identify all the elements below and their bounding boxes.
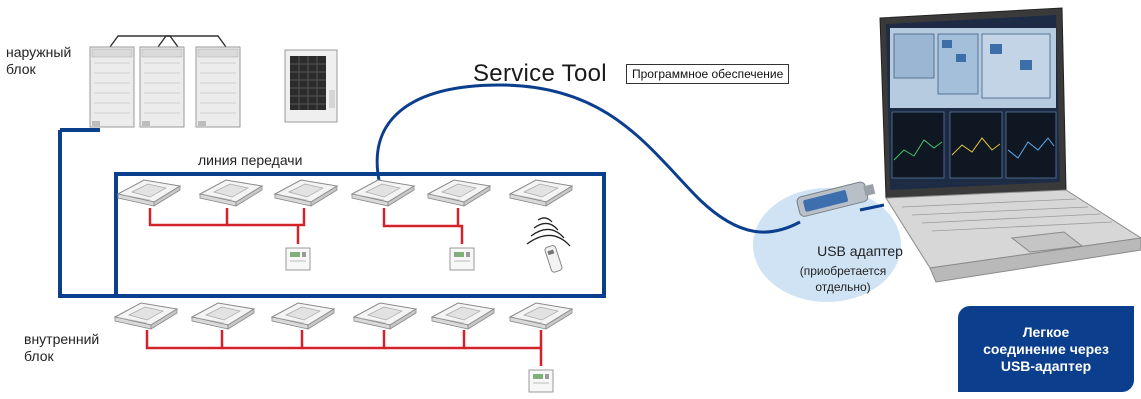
- outdoor-unit-vrf-2: [139, 46, 185, 128]
- wired-remote-controller-1: [285, 247, 311, 271]
- indoor-unit-upper-4: [351, 179, 415, 207]
- wireless-remote-icon: [526, 217, 571, 273]
- usb-adapter-note: (приобретается отдельно): [799, 264, 887, 294]
- indoor-unit-upper-3: [274, 179, 338, 207]
- wired-remote-controller-2: [449, 247, 475, 271]
- transmission-line-label: линия передачи: [198, 152, 303, 168]
- transmission-line: [58, 128, 606, 298]
- usb-adapter-icon: [796, 181, 876, 217]
- laptop: [879, 7, 1141, 283]
- outdoor-unit-label: наружный блок: [6, 44, 72, 77]
- indoor-unit-lower-5: [431, 302, 495, 330]
- easy-connection-badge: Легкое соединение через USB-адаптер: [958, 306, 1134, 392]
- indoor-unit-lower-3: [271, 302, 335, 330]
- indoor-unit-lower-1: [114, 302, 178, 330]
- software-label: Программное обеспечение: [626, 64, 790, 84]
- usb-adapter-halo: [753, 188, 901, 302]
- remote-wiring: [145, 208, 543, 366]
- laptop-screen: [890, 28, 1057, 179]
- service-tool-title: Service Tool: [473, 60, 607, 87]
- service-tool-cable: [375, 83, 801, 234]
- indoor-unit-lower-2: [191, 302, 255, 330]
- indoor-unit-lower-4: [353, 302, 417, 330]
- indoor-unit-lower-6: [509, 302, 573, 330]
- usb-to-laptop-cable: [859, 203, 885, 212]
- indoor-unit-upper-2: [199, 179, 263, 207]
- indoor-unit-label: внутренний блок: [24, 331, 100, 364]
- easy-connection-badge-text: Легкое соединение через USB-адаптер: [983, 323, 1109, 374]
- indoor-unit-upper-5: [427, 179, 491, 207]
- wired-remote-controller-3: [528, 369, 554, 393]
- indoor-unit-upper-6: [509, 179, 573, 207]
- outdoor-unit-vrf-1: [89, 46, 135, 128]
- indoor-unit-upper-1: [117, 179, 181, 207]
- outdoor-unit-compact: [284, 49, 338, 123]
- usb-adapter-label: USB адаптер: [817, 243, 903, 259]
- outdoor-link-lines: [109, 35, 227, 48]
- outdoor-unit-vrf-3: [195, 46, 241, 128]
